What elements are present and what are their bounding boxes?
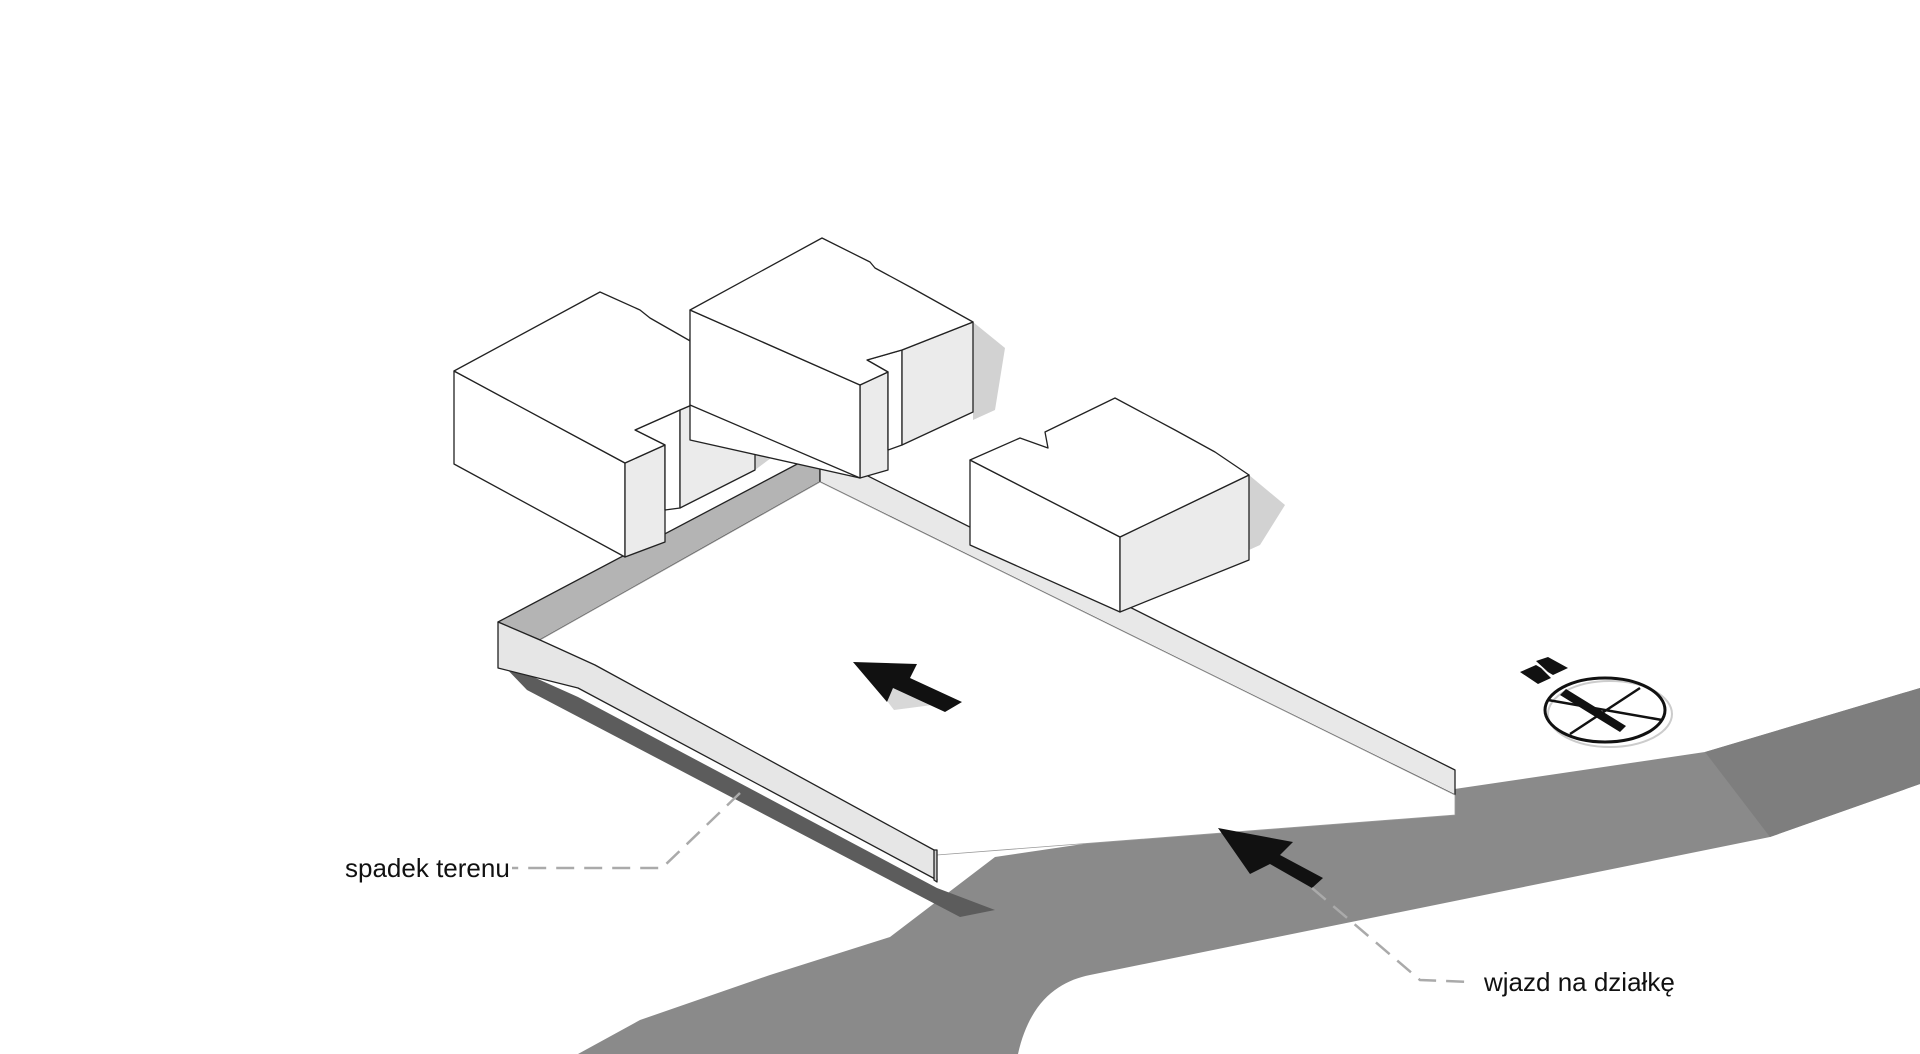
entry-arrow-icon xyxy=(1218,828,1323,888)
north-letter-icon xyxy=(1520,657,1568,684)
building-1-front-face xyxy=(624,444,666,558)
building-2-front-face xyxy=(859,371,889,479)
building-3 xyxy=(969,397,1250,613)
building-2-roof xyxy=(689,237,974,386)
plot-wall-front-end xyxy=(933,849,938,883)
leader-lines xyxy=(512,792,1471,984)
road-bend-shade xyxy=(1705,688,1920,837)
slope-direction-arrow-icon xyxy=(853,662,962,712)
entry-leader-line xyxy=(1311,887,1471,984)
building-2 xyxy=(689,237,974,479)
entry-label: wjazd na działkę xyxy=(1483,967,1675,997)
slope-leader-line xyxy=(512,792,741,870)
building-3-roof xyxy=(969,397,1250,538)
terrain-slope-shadow xyxy=(500,662,995,917)
north-arrow-compass-icon xyxy=(1520,657,1673,748)
slope-label: spadek terenu xyxy=(345,853,510,883)
